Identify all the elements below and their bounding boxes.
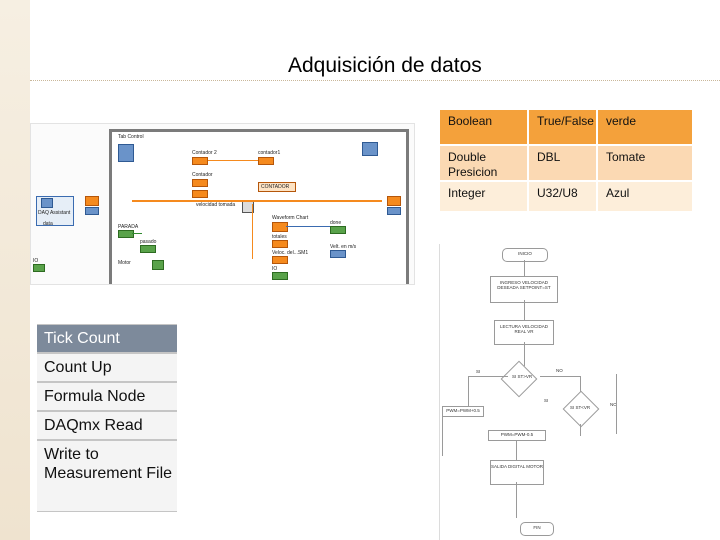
flow-read: LECTURA VELOCIDAD REAL VR (494, 320, 554, 345)
data-label: data (43, 221, 53, 227)
flow-line (524, 300, 525, 320)
table-cell: DBL (528, 145, 597, 181)
io-label: IO (272, 266, 278, 272)
flow-end: FIN (520, 522, 554, 536)
motor-label: Motor (118, 260, 131, 266)
flow-no-2: NO (610, 402, 617, 407)
shift-register-icon (152, 260, 164, 270)
wire-waveform (286, 226, 330, 227)
flow-line (442, 416, 443, 456)
flow-start: INICIO (502, 248, 548, 262)
flow-cond1: SI ST>VR (512, 374, 533, 379)
tab-control-icon (118, 144, 134, 162)
contador-label: Contador (192, 172, 213, 178)
parada-terminal (118, 230, 134, 238)
daq-label: DAQ Assistant (38, 210, 71, 216)
contador2-label: Contador 2 (192, 150, 217, 156)
list-item: Formula Node (37, 383, 177, 410)
list-item: DAQmx Read (37, 412, 177, 439)
flow-input: INGRESO VELOCIDAD DESEADA SETPOINT=ST (490, 276, 558, 303)
wire-parada (132, 233, 142, 234)
table-cell: verde (597, 109, 693, 145)
flow-line (524, 260, 525, 276)
paso-terminal (140, 245, 156, 253)
table-cell: Azul (597, 181, 693, 212)
function-list: Tick Count Count Up Formula Node DAQmx R… (37, 324, 177, 512)
flow-si-1: SI (476, 369, 481, 374)
wire-vertical (252, 204, 253, 259)
contador2-terminal (192, 157, 208, 165)
waveform-label: Waveform Chart (272, 215, 309, 221)
waveform-terminal (272, 222, 288, 232)
flow-line (616, 374, 617, 434)
flow-line (540, 376, 580, 377)
contador-box (258, 182, 296, 192)
block-diagram-image: DAQ Assistant data IO Tab Control Contad… (30, 123, 415, 285)
total-label: totales (272, 234, 287, 240)
title-divider (30, 80, 720, 81)
table-cell: True/False (528, 109, 597, 145)
flow-line (516, 482, 517, 518)
daq-output-terminal (85, 196, 99, 206)
list-item: Count Up (37, 354, 177, 381)
table-cell: Boolean (439, 109, 528, 145)
flow-line (580, 424, 581, 436)
tab-control-label: Tab Control (118, 134, 144, 140)
stop-icon (362, 142, 378, 156)
flow-line (580, 376, 581, 398)
flow-line (468, 376, 469, 406)
flow-line (524, 342, 525, 366)
flowchart-image: INICIO INGRESO VELOCIDAD DESEADA SETPOIN… (439, 244, 658, 540)
daq-error-terminal (85, 207, 99, 215)
table-cell: Tomate (597, 145, 693, 181)
table-cell: Integer (439, 181, 528, 212)
contador1-label: contador1 (258, 150, 281, 156)
flow-no-1: NO (556, 368, 563, 373)
io-left-label: IO (33, 258, 39, 264)
while-loop-frame: Tab Control Contador 2 contador1 Contado… (109, 129, 409, 284)
wire-main (132, 200, 382, 202)
right-error-terminal (387, 207, 401, 215)
io-inner-terminal (272, 272, 288, 280)
flow-output: SALIDA DIGITAL MOTOR (490, 460, 544, 485)
paso-label: pasado (140, 239, 157, 245)
wire-contador (208, 160, 258, 161)
daq-icon (41, 198, 53, 208)
contador-box-label: CONTADOR (261, 184, 290, 190)
veloc-terminal (272, 256, 288, 264)
contador1-terminal (258, 157, 274, 165)
done-terminal (330, 226, 346, 234)
table-cell: Double Presicion (439, 145, 528, 181)
list-item: Tick Count (37, 325, 177, 352)
datatype-table: Boolean True/False verde Double Presicio… (439, 109, 693, 212)
velocidad-label: velocidad tomada (196, 202, 236, 208)
cuenta-terminal (192, 190, 208, 198)
total-terminal (272, 240, 288, 248)
vel-ms-label: Velt. en m/s (330, 244, 357, 250)
flow-line (516, 440, 517, 460)
flow-line (468, 376, 508, 377)
table-cell: U32/U8 (528, 181, 597, 212)
vel-ms-terminal (330, 250, 346, 258)
flow-cond2: SI ST<VR (570, 405, 591, 410)
flow-pwm-down: PWM=PWM-0.5 (488, 430, 546, 441)
list-item: Write to Measurement File (37, 441, 177, 511)
slide-title: Adquisición de datos (288, 54, 482, 77)
slide-left-band (0, 0, 30, 540)
io-terminal (33, 264, 45, 272)
flow-pwm-up: PWM=PWM+0.5 (442, 406, 484, 417)
done-label: done (330, 220, 342, 226)
parada-label: PARADA (118, 224, 139, 230)
right-terminal (387, 196, 401, 206)
flow-si-2: SI (544, 398, 549, 403)
contador-terminal (192, 179, 208, 187)
veloc-label: Veloc. del...SM1 (272, 250, 309, 256)
flow-decision-1 (500, 360, 538, 398)
